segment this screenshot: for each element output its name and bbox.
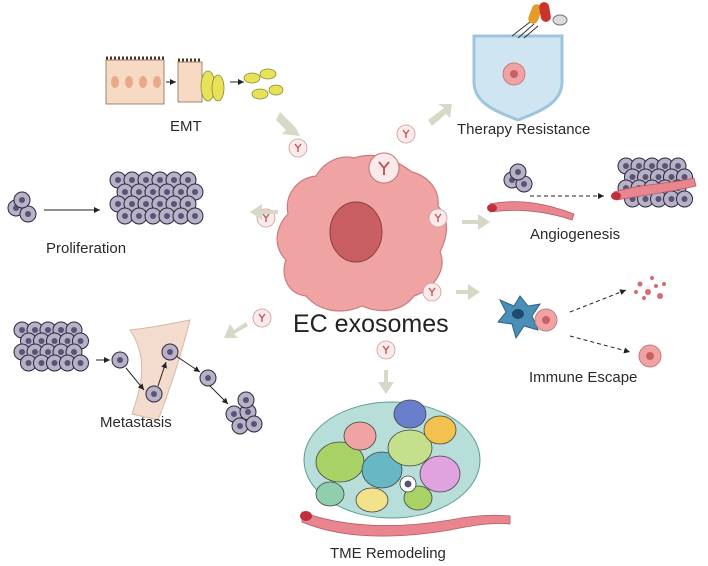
budding-exosome <box>368 152 400 184</box>
exosome-icon <box>252 308 272 328</box>
exosome-icon <box>288 138 308 158</box>
exosome-icon <box>428 208 448 228</box>
therapy-resistance-label: Therapy Resistance <box>457 121 591 138</box>
tumor-cluster-cell <box>186 207 204 225</box>
central-nucleus <box>329 201 383 263</box>
proliferation-label: Proliferation <box>46 240 127 257</box>
secondary-cluster <box>225 391 263 435</box>
exosome-icon <box>376 340 396 360</box>
tumor-cluster-cell <box>676 190 693 208</box>
center-title: EC exosomes <box>293 310 449 338</box>
exosome-icon <box>422 282 442 302</box>
tme-remodeling-label: TME Remodeling <box>330 545 446 562</box>
emt-label: EMT <box>170 118 202 135</box>
tumor-cluster-cell <box>72 354 89 372</box>
immune-escape-illustration <box>497 276 666 368</box>
metastasis-illustration <box>13 319 263 435</box>
tme-remodeling-illustration <box>300 399 511 537</box>
pill-capsule-icon <box>511 2 568 39</box>
angiogenesis-illustration <box>487 157 697 221</box>
proliferation-illustration <box>7 171 204 225</box>
angiogenesis-label: Angiogenesis <box>530 226 621 243</box>
immune-escape-label: Immune Escape <box>529 369 638 386</box>
emt-illustration <box>105 56 284 105</box>
outward-arrows <box>224 104 490 394</box>
exosome-icon <box>396 124 416 144</box>
metastasis-label: Metastasis <box>100 414 172 431</box>
therapy-resistance-illustration <box>472 2 568 122</box>
